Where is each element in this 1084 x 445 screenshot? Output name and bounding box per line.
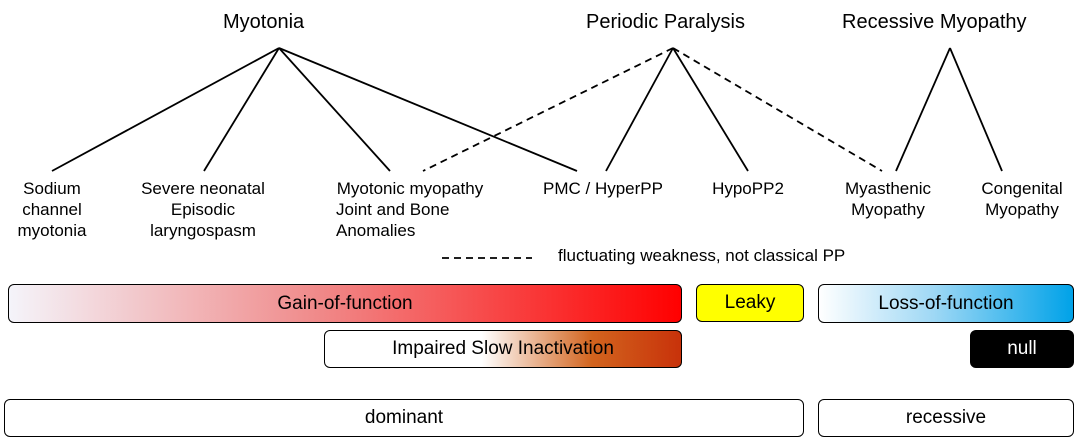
- label-line: Congenital: [981, 179, 1063, 198]
- label-line: laryngospasm: [150, 221, 256, 240]
- branch-myotonia-myotonic-myopathy: [278, 47, 391, 172]
- dashed-branch-pp-myotonic-myopathy: [422, 47, 674, 172]
- branch-myotonia-pmc-hyperpp: [278, 47, 578, 172]
- loss-of-function-box: Loss-of-function: [818, 284, 1074, 323]
- label-line: Myotonic myopathy: [336, 179, 484, 198]
- impaired-slow-inactivation-box: Impaired Slow Inactivation: [324, 330, 682, 368]
- label-pmc-hyperpp: PMC / HyperPP: [543, 179, 663, 198]
- recessive-myopathy-branches: [895, 47, 1003, 172]
- label-myasthenic-myopathy: Myasthenic Myopathy: [838, 178, 938, 220]
- branch-myotonia-severe-neonatal: [203, 47, 280, 172]
- heading-periodic-paralysis: Periodic Paralysis: [586, 11, 745, 33]
- periodic-paralysis-dashed-branches: [422, 47, 883, 172]
- myotonia-branches: [51, 47, 578, 172]
- label-severe-neonatal: Severe neonatal Episodic laryngospasm: [128, 178, 278, 241]
- label-line: Myopathy: [985, 200, 1059, 219]
- branch-rm-myasthenic: [895, 47, 951, 172]
- label-line: Severe neonatal: [141, 179, 265, 198]
- label-myotonic-myopathy: Myotonic myopathy Joint and Bone Anomali…: [322, 178, 498, 241]
- heading-myotonia: Myotonia: [223, 11, 305, 33]
- label-line: Joint and Bone: [336, 200, 450, 219]
- heading-recessive-myopathy: Recessive Myopathy: [842, 11, 1027, 33]
- label-line: Episodic: [170, 200, 236, 219]
- label-line: Sodium: [23, 179, 81, 198]
- legend-dashed-line-text: fluctuating weakness, not classical PP: [558, 246, 846, 265]
- label-sodium-channel-myotonia: Sodium channel myotonia: [12, 178, 92, 241]
- label-line: Myasthenic: [845, 179, 931, 198]
- branch-pp-pmc-hyperpp: [605, 47, 674, 172]
- label-congenital-myopathy: Congenital Myopathy: [972, 178, 1072, 220]
- leaky-box: Leaky: [696, 284, 804, 322]
- label-line: Anomalies: [336, 221, 416, 240]
- branch-rm-congenital: [949, 47, 1003, 172]
- null-box: null: [970, 330, 1074, 368]
- label-hypopp2: HypoPP2: [712, 179, 784, 198]
- gain-of-function-box: Gain-of-function: [8, 284, 682, 323]
- dashed-branch-pp-myasthenic: [672, 47, 883, 172]
- label-line: Myopathy: [851, 200, 925, 219]
- branch-pp-hypopp2: [672, 47, 749, 172]
- branch-myotonia-sodium-channel: [51, 47, 280, 172]
- recessive-box: recessive: [818, 399, 1074, 437]
- periodic-paralysis-branches: [605, 47, 749, 172]
- dominant-box: dominant: [4, 399, 804, 437]
- label-line: channel: [22, 200, 82, 219]
- label-line: myotonia: [17, 221, 87, 240]
